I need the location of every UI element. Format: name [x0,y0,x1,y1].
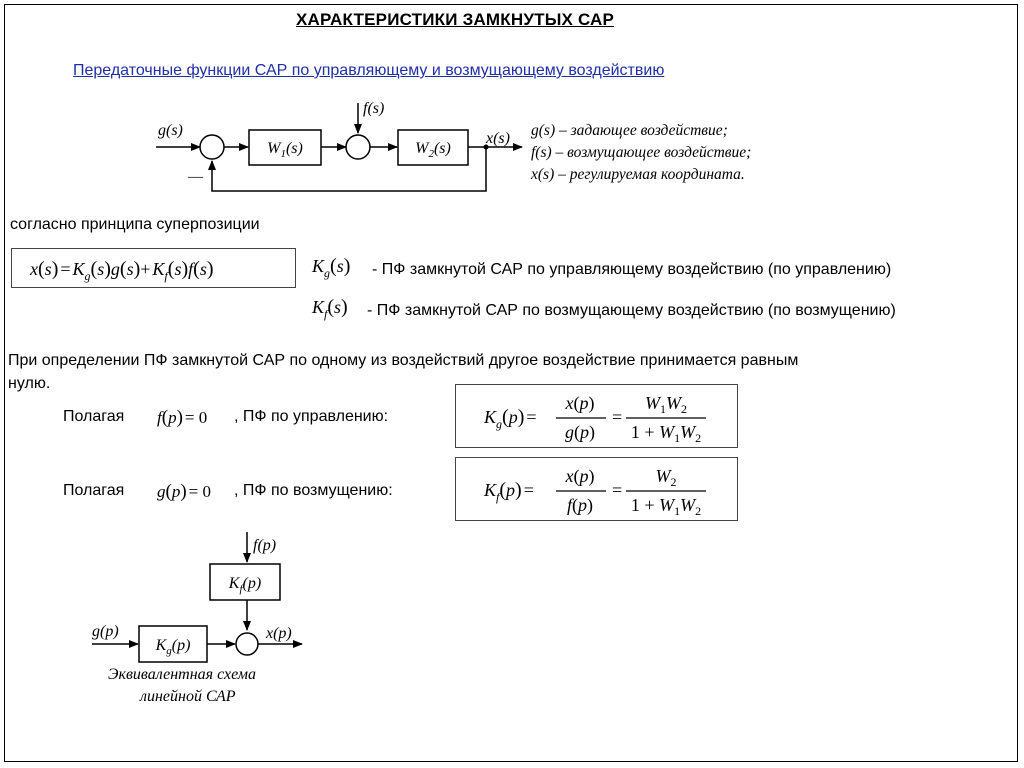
eq-summing-junction [235,632,259,656]
svg-text:Kf(s): Kf(s) [311,296,348,321]
eq-x-label: x(p) [265,625,292,642]
case1-prefix: Полагая [63,408,125,425]
kg-formula-box: Kg(p)= x(p) g(p) = W1W2 1 + W1W2 [455,384,738,448]
block-w2-label: W2(s) [415,140,451,160]
kf-formula-box: Kf(p)= x(p) f(p) = W2 1 + W1W2 [455,457,738,521]
block-kg [138,625,208,663]
summing-junction-2 [345,134,371,160]
kg-description: - ПФ замкнутой САР по управляющему возде… [372,261,892,278]
feedback-path [208,147,487,192]
kf-formula: Kf(p)= x(p) f(p) = W2 1 + W1W2 [483,466,706,518]
minus-sign: — [187,169,204,185]
eq-f-label: f(p) [253,537,276,554]
svg-text:Kg(s): Kg(s) [311,255,350,280]
equivalent-diagram: f(p) Kf(p) g(p) Kg(p) x(p) [92,532,303,663]
svg-text:Kg(p)=: Kg(p)= [483,406,537,431]
superposition-formula: x(s)=Kg(s)g(s)+Kf(s)f(s) [29,258,214,283]
svg-text:x(p): x(p) [565,393,595,414]
superposition-formula-box: x(s)=Kg(s)g(s)+Kf(s)f(s) [11,248,296,288]
eq-caption-line2: линейной САР [140,688,236,705]
disturbance-f-label: f(s) [363,100,384,117]
block-w1-label: W1(s) [267,140,303,160]
kg-formula: Kg(p)= x(p) g(p) = W1W2 1 + W1W2 [483,393,706,445]
case2-condition: g(p)= 0 [157,481,211,502]
block-kg-label: Kg(p) [155,637,191,657]
rule-text-line1: При определении ПФ замкнутой САР по одно… [8,352,799,369]
svg-text:W2: W2 [656,466,677,489]
slide-frame [4,4,1018,762]
block-kf-label: Kf(p) [228,575,261,595]
case2-suffix: , ПФ по возмущению: [234,482,393,499]
svg-text:=: = [612,480,622,500]
block-w2 [397,129,469,166]
block-kf [209,563,281,601]
svg-text:=: = [612,407,622,427]
svg-text:g(p): g(p) [565,422,595,443]
closed-loop-diagram: g(s) W1(s) f(s) W2(s) x(s) — [156,100,523,192]
svg-text:g(p)= 0: g(p)= 0 [157,481,211,502]
svg-text:x(p): x(p) [565,466,595,487]
svg-text:W1W2: W1W2 [645,393,687,416]
kf-description: - ПФ замкнутой САР по возмущающему возде… [367,302,896,319]
svg-text:f(p): f(p) [567,495,593,516]
input-g-label: g(s) [158,122,183,139]
svg-text:x(s)=Kg(s)g(s)+Kf(s)f(s): x(s)=Kg(s)g(s)+Kf(s)f(s) [29,258,214,283]
svg-text:f(p)= 0: f(p)= 0 [157,407,207,428]
svg-text:Kf(p)=: Kf(p)= [483,479,534,504]
legend-item: g(s) – задающее воздействие; [531,122,728,139]
eq-caption-line1: Эквивалентная схема [108,666,256,683]
slide-title: ХАРАКТЕРИСТИКИ ЗАМКНУТЫХ САР [296,10,615,29]
kg-symbol: Kg(s) [311,255,350,280]
svg-text:1 + W1W2: 1 + W1W2 [631,422,701,445]
case2-prefix: Полагая [63,482,125,499]
svg-text:1 + W1W2: 1 + W1W2 [631,495,701,518]
slide-subtitle: Передаточные функции САР по управляющему… [73,62,665,79]
superposition-text: согласно принципа суперпозиции [10,216,260,233]
kf-symbol: Kf(s) [311,296,348,321]
rule-text-line2: нулю. [8,375,51,392]
block-w1 [248,129,322,166]
legend-item: f(s) – возмущающее воздействие; [531,144,752,161]
case1-suffix: , ПФ по управлению: [234,408,389,425]
summing-junction-1 [199,134,225,160]
output-x-label: x(s) [485,130,510,147]
case1-condition: f(p)= 0 [157,407,207,428]
legend-item: x(s) – регулируемая координата. [531,166,745,183]
eq-g-label: g(p) [92,623,119,640]
signal-legend: g(s) – задающее воздействие; f(s) – возм… [531,120,751,186]
